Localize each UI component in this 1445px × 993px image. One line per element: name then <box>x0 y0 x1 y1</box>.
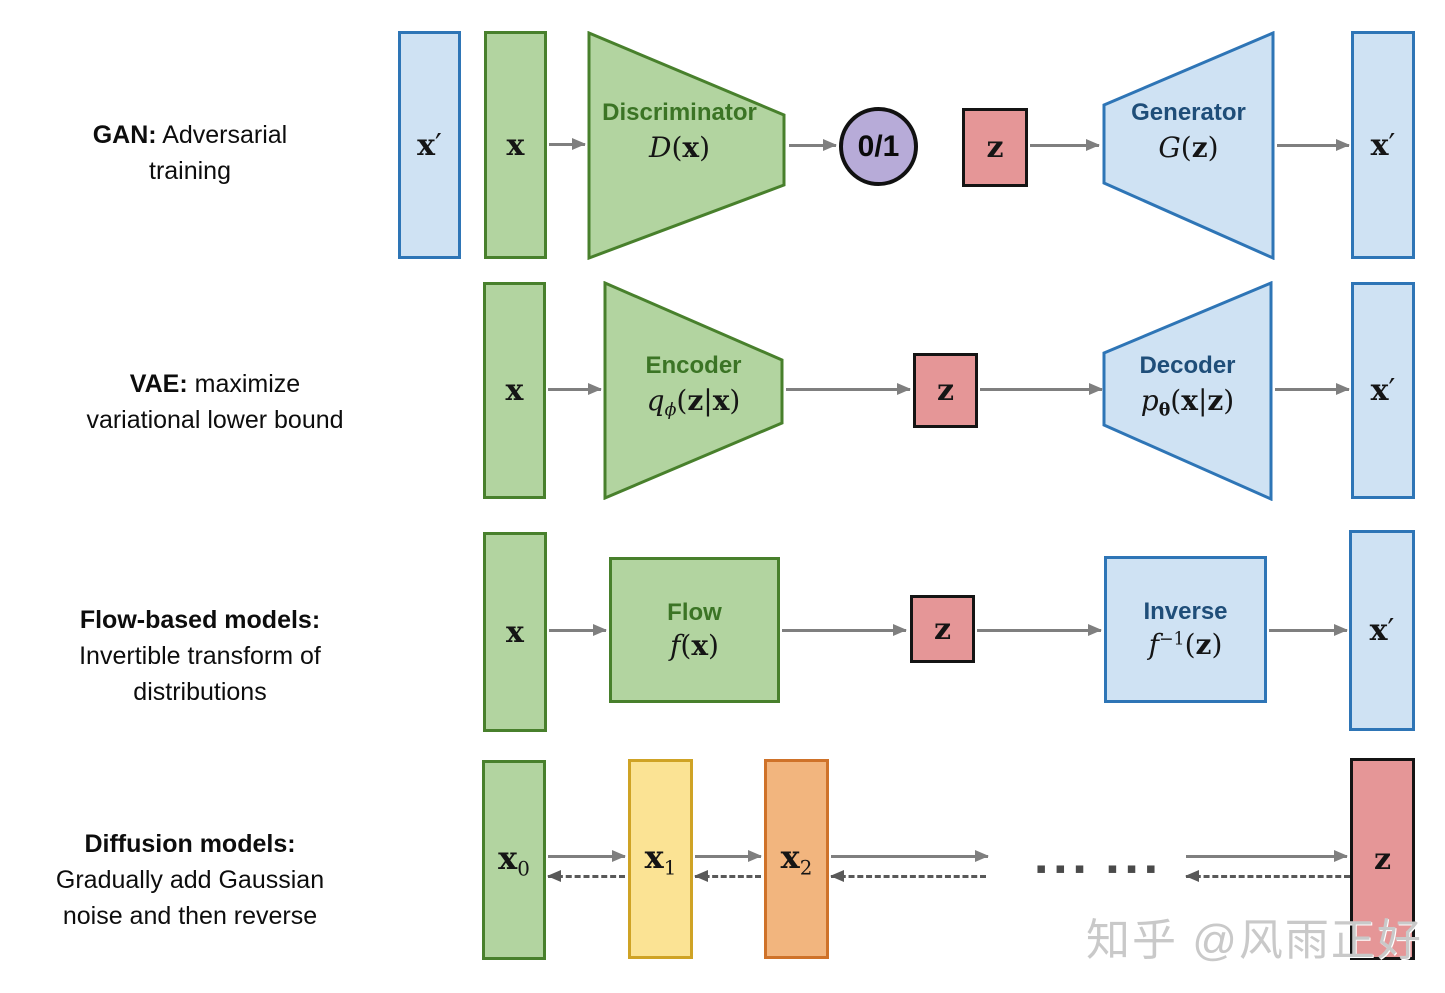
arrow-generator-to-x-prime <box>1277 139 1350 151</box>
row-label-diffusion-bold: Diffusion models: <box>84 830 296 858</box>
dashed-arrow-z-backward <box>1185 870 1350 882</box>
flow-output-rect: x′ <box>1349 530 1415 731</box>
watermark: 知乎 @风雨正好 <box>1086 916 1423 965</box>
arrow-x2-forward <box>831 850 989 862</box>
vae-input-rect: x <box>483 282 546 499</box>
diffusion-x1-rect: x1 <box>628 759 693 959</box>
gan-x-label: x <box>506 127 525 163</box>
flow-function-box: Flow f(x) <box>609 557 780 703</box>
row-label-diffusion-rest: Gradually add Gaussian noise and then re… <box>55 866 325 930</box>
generator-trapezoid <box>1102 31 1275 260</box>
arrow-encoder-to-z <box>786 383 911 395</box>
vae-z-label: z <box>936 373 955 408</box>
inverse-title: Inverse <box>1143 598 1228 625</box>
diffusion-x2-label: x2 <box>780 838 813 880</box>
flow-x-prime-label: x′ <box>1369 613 1395 648</box>
row-label-flow-bold: Flow-based models: <box>79 606 321 634</box>
encoder-trapezoid <box>603 281 784 500</box>
flow-box-label: Flow f(x) <box>667 599 722 662</box>
arrow-x0-to-x1 <box>548 850 626 862</box>
flow-formula: f(x) <box>670 628 719 662</box>
gan-generated-sample-rect-left: x′ <box>398 31 461 259</box>
vae-x-prime-label: x′ <box>1370 373 1396 408</box>
dashed-arrow-x1-to-x0 <box>547 870 625 882</box>
gan-generated-sample-rect-right: x′ <box>1351 31 1415 259</box>
arrow-x-to-discriminator <box>549 138 586 150</box>
diffusion-x1-label: x1 <box>644 838 677 880</box>
arrow-discriminator-to-output <box>789 139 837 151</box>
ellipsis-dots: ▪▪▪ ▪▪▪ <box>1036 859 1165 877</box>
row-label-vae-rest: maximize variational lower bound <box>86 370 344 434</box>
row-label-flow-rest: Invertible transform of distributions <box>79 642 321 706</box>
diffusion-z-rect: z <box>1350 758 1415 960</box>
flow-title: Flow <box>667 598 722 626</box>
arrow-x-to-encoder <box>548 383 602 395</box>
arrow-z-to-generator <box>1030 139 1100 151</box>
inverse-function-box: Inverse f−1(z) <box>1104 556 1267 703</box>
flow-latent-z-rect: z <box>910 595 975 663</box>
arrow-x-to-flow <box>549 624 607 636</box>
diffusion-z-label: z <box>1373 841 1392 877</box>
gan-real-sample-rect: x <box>484 31 547 259</box>
arrow-flow-to-z <box>782 624 907 636</box>
gan-x-prime-right-label: x′ <box>1370 127 1396 163</box>
discriminator-trapezoid <box>587 31 786 260</box>
inverse-formula: f−1(z) <box>1148 628 1223 661</box>
row-label-vae: VAE: maximize variational lower bound <box>35 366 395 438</box>
gan-z-label: z <box>986 130 1004 165</box>
output-label: 0/1 <box>857 129 900 163</box>
arrow-inverse-to-x-prime <box>1269 624 1348 636</box>
dashed-arrow-back-to-x2 <box>830 870 986 882</box>
row-label-diffusion: Diffusion models: Gradually add Gaussian… <box>5 826 375 934</box>
diffusion-x2-rect: x2 <box>764 759 829 959</box>
arrow-z-to-decoder <box>980 383 1103 395</box>
arrow-x1-to-x2 <box>695 850 762 862</box>
row-label-gan: GAN: Adversarial training <box>40 117 340 189</box>
output-circle: 0/1 <box>839 107 918 186</box>
row-label-vae-bold: VAE: <box>129 370 188 398</box>
vae-output-rect: x′ <box>1351 282 1415 499</box>
vae-x-label: x <box>505 373 524 408</box>
diffusion-x0-rect: x0 <box>482 760 546 960</box>
dashed-arrow-x2-to-x1 <box>694 870 761 882</box>
inverse-box-label: Inverse f−1(z) <box>1143 598 1227 661</box>
decoder-trapezoid <box>1102 281 1273 501</box>
flow-input-rect: x <box>483 532 547 732</box>
arrow-decoder-to-x-prime <box>1275 383 1350 395</box>
arrow-z-to-inverse <box>977 624 1102 636</box>
row-label-gan-rest: Adversarial training <box>149 121 288 185</box>
diffusion-x0-label: x0 <box>498 839 530 881</box>
row-label-gan-bold: GAN: <box>92 121 157 149</box>
vae-latent-z-rect: z <box>913 353 978 428</box>
row-label-flow: Flow-based models: Invertible transform … <box>15 602 385 710</box>
flow-x-label: x <box>506 614 524 650</box>
arrow-forward-to-z <box>1186 850 1348 862</box>
gan-x-prime-left-label: x′ <box>417 127 442 163</box>
flow-z-label: z <box>933 611 952 647</box>
gan-latent-z-rect: z <box>962 108 1028 187</box>
